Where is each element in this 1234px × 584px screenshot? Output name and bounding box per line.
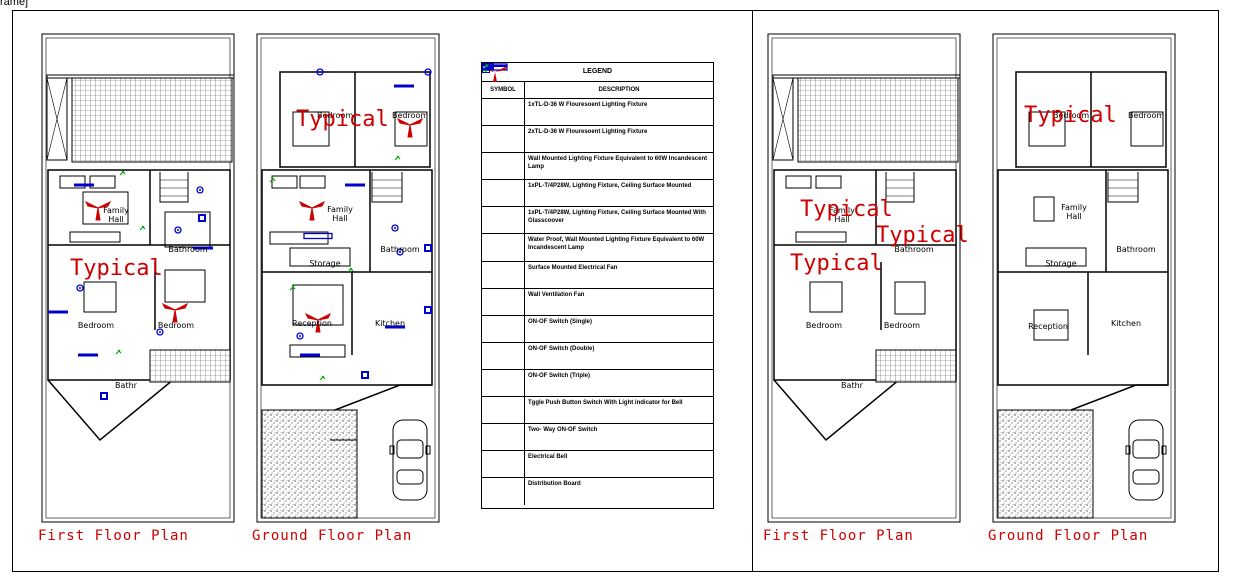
svg-text:Bathroom: Bathroom (380, 245, 420, 254)
ceiling-light-glass-icon (482, 64, 525, 234)
legend-row: ON-OF Switch (Single) (482, 64, 713, 343)
legend-rows: 1xTL-D-36 W Flouresoent Lighting Fixture… (482, 63, 713, 506)
legend-row: Tggle Push Button Switch With Light indi… (482, 64, 713, 425)
legend-description: Water Proof, Wall Mounted Lighting Fixtu… (528, 237, 705, 252)
legend-row: 1xPL-T/4P28W, Lighting Fixture, Ceiling … (482, 64, 713, 235)
svg-text:Reception: Reception (292, 319, 332, 328)
svg-text:Kitchen: Kitchen (1111, 319, 1141, 328)
legend-description: 1xTL-D-36 W Flouresoent Lighting Fixture (528, 102, 648, 108)
first-floor-plan-title: First Floor Plan (38, 528, 189, 544)
svg-text:Typical: Typical (790, 251, 883, 276)
legend-description-header: DESCRIPTION (598, 87, 640, 93)
svg-text:Bedroom: Bedroom (317, 111, 353, 120)
legend-description: 1xPL-T/4P28W, Lighting Fixture, Ceiling … (528, 183, 692, 190)
legend-title: LEGEND (482, 63, 713, 82)
legend-header-row: SYMBOL DESCRIPTION (482, 82, 713, 99)
bell-switch-icon (482, 64, 525, 424)
switch-triple-icon (482, 64, 525, 397)
legend-row: Water Proof, Wall Mounted Lighting Fixtu… (482, 64, 713, 262)
ground-floor-plan-title: Ground Floor Plan (252, 528, 413, 544)
single-tube-light-icon (482, 65, 525, 126)
legend-description: Electrical Bell (528, 454, 568, 461)
ground-floor-plan-title-2: Ground Floor Plan (988, 528, 1149, 544)
legend-description: Distribution Board (528, 481, 581, 488)
legend-row: 1xPL-T/4P28W, Lighting Fixture, Ceiling … (482, 63, 713, 208)
distribution-board-icon (482, 63, 525, 506)
svg-text:Storage: Storage (1045, 259, 1076, 268)
legend-description: Wall Mounted Lighting Fixture Equivalent… (528, 156, 708, 171)
svg-text:Typical: Typical (876, 223, 969, 248)
svg-text:Bedroom: Bedroom (78, 321, 114, 330)
legend-table: LEGEND SYMBOL DESCRIPTION 1xTL-D-36 W Fl… (481, 62, 714, 509)
svg-text:Bathr: Bathr (841, 381, 864, 390)
legend-row: Two- Way ON-OF Switch (482, 63, 713, 452)
ventilation-fan-icon (482, 63, 525, 315)
legend-description: Tggle Push Button Switch With Light indi… (528, 400, 683, 407)
svg-text:Bathroom: Bathroom (168, 245, 208, 254)
svg-text:Bedroom: Bedroom (1053, 111, 1089, 120)
svg-text:Reception: Reception (1028, 322, 1068, 331)
legend-row: 2xTL-D-36 W Flouresoent Lighting Fixture (482, 63, 713, 154)
legend-row: 1xTL-D-36 W Flouresoent Lighting Fixture (482, 65, 713, 127)
electrical-bell-icon (482, 63, 525, 478)
legend-row: ON-OF Switch (Double) (482, 64, 713, 370)
legend-row: Distribution Board (482, 63, 713, 506)
legend-symbol-header: SYMBOL (482, 82, 525, 98)
waterproof-light-icon (482, 64, 525, 261)
ceiling-fan-icon (482, 66, 525, 288)
legend-description: 2xTL-D-36 W Flouresoent Lighting Fixture (528, 129, 648, 136)
svg-text:Bedroom: Bedroom (392, 111, 428, 120)
svg-text:Kitchen: Kitchen (375, 319, 405, 328)
svg-text:Bathr: Bathr (115, 381, 138, 390)
legend-description: Two- Way ON-OF Switch (528, 427, 598, 434)
sheet-divider (752, 10, 753, 572)
drawing-sheet (12, 10, 1219, 572)
legend-description: ON-OF Switch (Single) (528, 318, 592, 325)
svg-text:Bedroom: Bedroom (158, 321, 194, 330)
ceiling-light-icon (482, 63, 525, 207)
svg-text:Bedroom: Bedroom (806, 321, 842, 330)
frame-label: rame] (0, 0, 29, 8)
svg-text:Bathroom: Bathroom (894, 245, 934, 254)
legend-row: ON-OF Switch (Triple) (482, 64, 713, 398)
svg-text:Typical: Typical (800, 197, 893, 222)
svg-text:Bedroom: Bedroom (884, 321, 920, 330)
legend-description: Wall Ventilation Fan (528, 291, 585, 298)
svg-text:Typical: Typical (70, 256, 163, 281)
svg-text:Bathroom: Bathroom (1116, 245, 1156, 254)
double-tube-light-icon (482, 63, 525, 153)
legend-description: ON-OF Switch (Triple) (528, 372, 591, 379)
legend-row: Wall Ventilation Fan (482, 63, 713, 316)
svg-text:Bedroom: Bedroom (1128, 111, 1164, 120)
legend-row: Wall Mounted Lighting Fixture Equivalent… (482, 64, 713, 181)
svg-text:Storage: Storage (309, 259, 340, 268)
wall-light-icon (482, 64, 525, 180)
legend-row: Surface Mounted Electrical Fan (482, 66, 713, 289)
legend-row: Electrical Bell (482, 63, 713, 479)
first-floor-plan-title-2: First Floor Plan (763, 528, 914, 544)
switch-single-icon (482, 64, 525, 342)
two-way-switch-icon (482, 63, 525, 451)
legend-description: Surface Mounted Electrical Fan (528, 264, 618, 271)
svg-text:Typical: Typical (1024, 103, 1117, 128)
legend-description: ON-OF Switch (Double) (528, 345, 595, 352)
switch-double-icon (482, 64, 525, 369)
legend-description: 1xPL-T/4P28W, Lighting Fixture, Ceiling … (528, 210, 706, 225)
svg-text:Typical: Typical (296, 107, 389, 132)
